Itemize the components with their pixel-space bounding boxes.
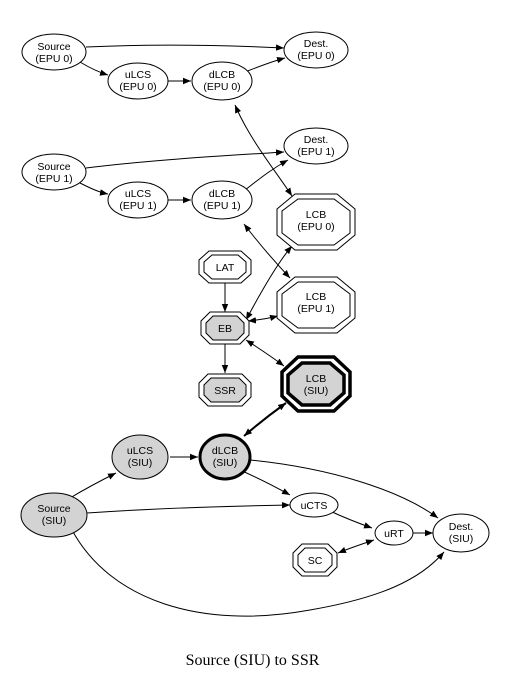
svg-text:Dest.: Dest. (449, 521, 474, 533)
node-lat: LAT (198, 250, 252, 284)
svg-text:LCB: LCB (306, 291, 326, 303)
svg-text:(SIU): (SIU) (213, 457, 238, 469)
svg-text:(EPU 1): (EPU 1) (35, 173, 72, 185)
svg-text:uLCS: uLCS (127, 445, 153, 457)
edge-source-siu-to-ucts (86, 501, 291, 514)
svg-text:(EPU 1): (EPU 1) (203, 200, 240, 212)
svg-text:EB: EB (218, 323, 232, 335)
svg-text:(EPU 1): (EPU 1) (297, 146, 334, 158)
svg-text:Source: Source (37, 503, 70, 515)
svg-text:(SIU): (SIU) (128, 457, 153, 469)
svg-text:Source: Source (37, 161, 70, 173)
node-lcb-epu0: LCB (EPU 0) (276, 193, 356, 251)
node-eb: EB (200, 311, 250, 345)
svg-text:(EPU 0): (EPU 0) (297, 221, 334, 233)
svg-text:(SIU): (SIU) (42, 515, 67, 527)
edge-source-epu1-to-dest-epu1 (85, 149, 285, 169)
node-ulcs-epu0: uLCS (EPU 0) (107, 62, 169, 100)
node-lcb-siu: LCB (SIU) (280, 355, 352, 413)
edge-dlcb-siu-to-lcb-siu (243, 402, 287, 437)
node-sc: SC (292, 543, 338, 577)
svg-text:(EPU 0): (EPU 0) (35, 53, 72, 65)
svg-text:uCTS: uCTS (301, 500, 328, 512)
node-dlcb-siu: dLCB (SIU) (198, 433, 252, 481)
node-dest-epu0: Dest. (EPU 0) (283, 31, 349, 69)
svg-text:uRT: uRT (384, 528, 404, 540)
svg-text:(EPU 0): (EPU 0) (297, 50, 334, 62)
svg-text:(EPU 0): (EPU 0) (119, 81, 156, 93)
edge-source-epu0-to-ulcs-epu0 (79, 61, 109, 76)
node-source-siu: Source (SIU) (20, 492, 88, 538)
edge-dlcb-epu1-to-dest-epu1 (244, 159, 289, 191)
svg-text:Dest.: Dest. (304, 38, 329, 50)
edge-ucts-to-urt (329, 510, 373, 529)
svg-text:(SIU): (SIU) (449, 533, 474, 545)
edge-dlcb-epu0-to-dest-epu0 (244, 56, 286, 73)
node-lcb-epu1: LCB (EPU 1) (276, 276, 356, 334)
dataflow-diagram: Source (EPU 0) Dest. (EPU 0) uLCS (EPU 0… (20, 31, 490, 617)
node-dest-siu: Dest. (SIU) (432, 513, 490, 553)
edge-source-siu-to-ulcs-siu (69, 472, 117, 499)
svg-text:(EPU 0): (EPU 0) (203, 81, 240, 93)
edge-eb-to-lcb-epu1 (247, 314, 279, 324)
edge-source-epu0-to-dest-epu0 (85, 44, 285, 51)
svg-text:LCB: LCB (306, 209, 326, 221)
node-urt: uRT (374, 520, 414, 546)
edge-dlcb-epu0-to-lcb-epu0 (234, 104, 293, 197)
svg-text:LAT: LAT (216, 262, 235, 274)
node-dlcb-epu0: dLCB (EPU 0) (191, 61, 253, 101)
edge-eb-to-lcb-epu0 (245, 245, 293, 321)
svg-text:LCB: LCB (306, 373, 326, 385)
svg-text:dLCB: dLCB (212, 445, 238, 457)
svg-text:uLCS: uLCS (125, 69, 151, 81)
node-source-epu1: Source (EPU 1) (21, 153, 87, 191)
edge-source-siu-to-dest-siu (71, 529, 445, 617)
figure-caption: Source (SIU) to SSR (185, 652, 320, 669)
node-dest-epu1: Dest. (EPU 1) (283, 127, 349, 165)
edge-dlcb-siu-to-dest-siu (249, 459, 439, 519)
edge-dlcb-siu-to-ucts (239, 469, 291, 496)
node-dlcb-epu1: dLCB (EPU 1) (191, 180, 253, 220)
svg-text:Source: Source (37, 41, 70, 53)
svg-text:(EPU 1): (EPU 1) (119, 200, 156, 212)
svg-text:SC: SC (308, 555, 323, 567)
node-ulcs-siu: uLCS (SIU) (111, 434, 169, 480)
edge-source-epu1-to-ulcs-epu1 (79, 182, 109, 196)
svg-text:Dest.: Dest. (304, 134, 329, 146)
node-source-epu0: Source (EPU 0) (21, 33, 87, 71)
svg-text:(EPU 1): (EPU 1) (297, 303, 334, 315)
svg-text:SSR: SSR (214, 385, 236, 397)
edge-eb-to-lcb-siu (245, 339, 285, 367)
svg-text:uLCS: uLCS (125, 188, 151, 200)
edge-sc-to-urt (337, 539, 375, 554)
svg-text:dLCB: dLCB (209, 188, 235, 200)
svg-text:dLCB: dLCB (209, 69, 235, 81)
node-ssr: SSR (198, 373, 252, 407)
svg-text:(SIU): (SIU) (304, 385, 329, 397)
node-ucts: uCTS (289, 492, 339, 518)
node-ulcs-epu1: uLCS (EPU 1) (107, 181, 169, 219)
